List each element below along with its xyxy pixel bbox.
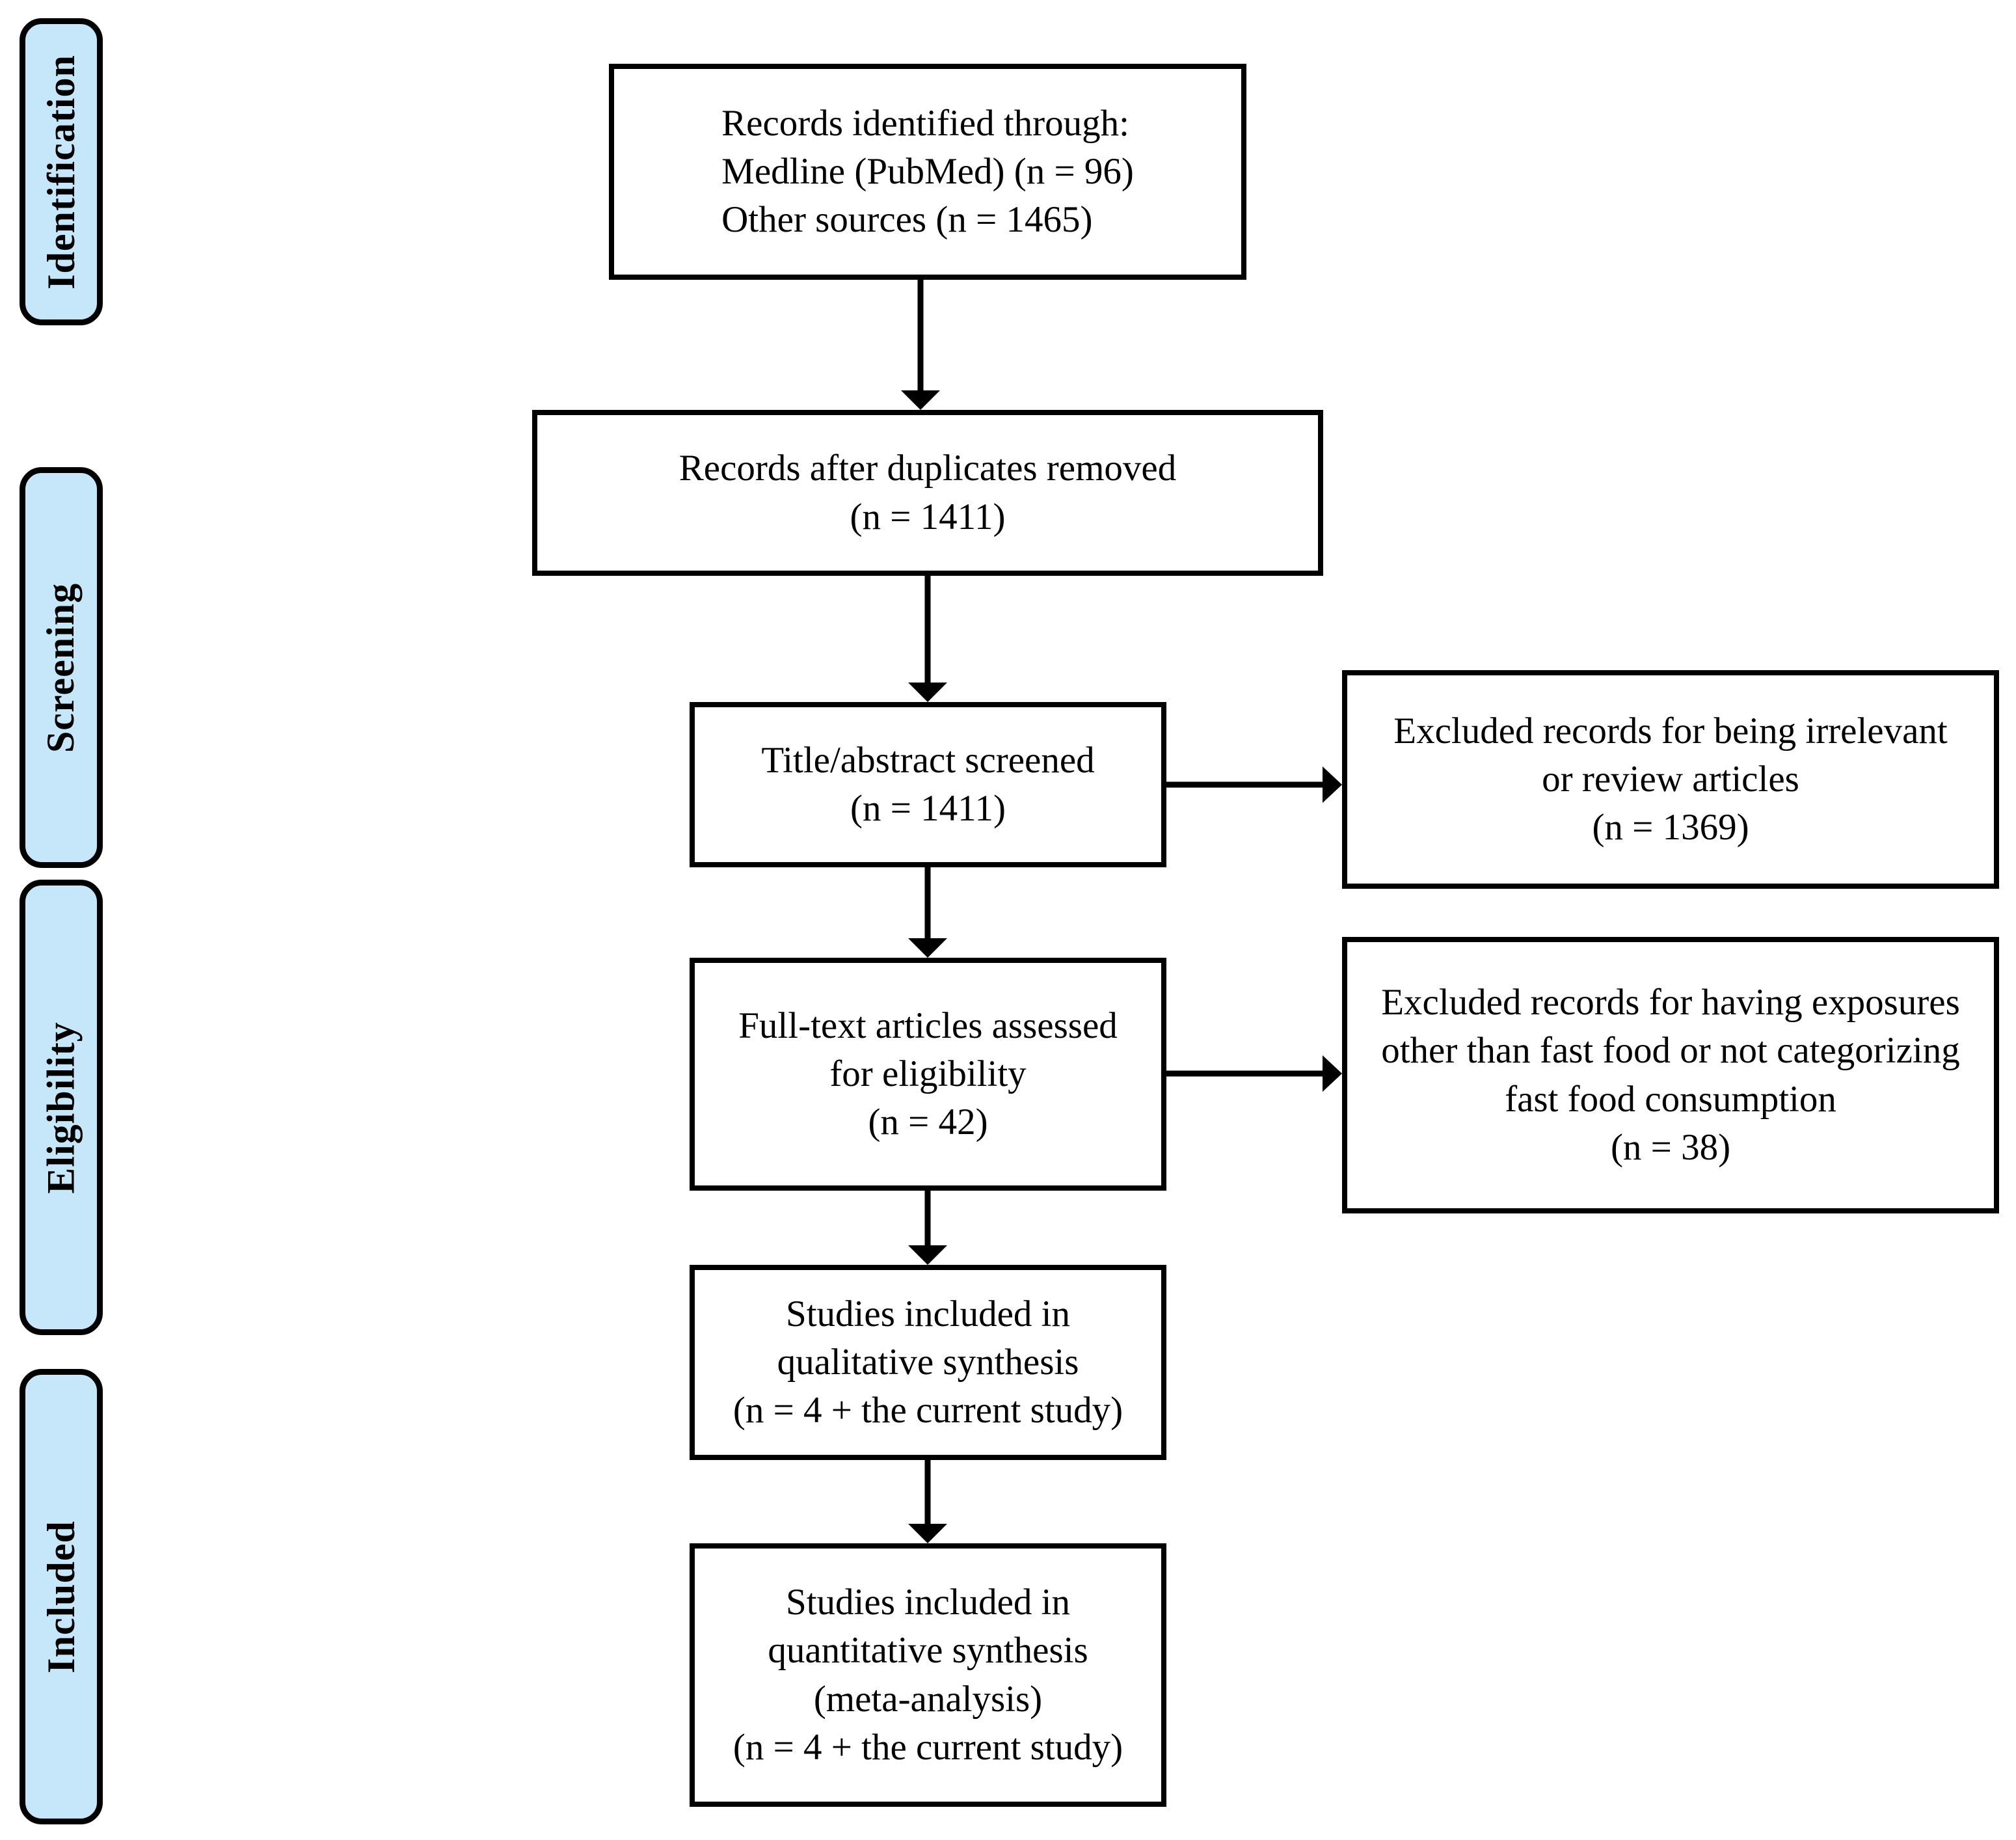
arrow-fulltext-to-excluded2-head	[1323, 1055, 1342, 1092]
flow-box-excluded-irrelevant-text: Excluded records for being irrelevant or…	[1393, 710, 1948, 848]
flow-box-qualitative-synthesis: Studies included in qualitative synthesi…	[690, 1265, 1166, 1460]
stage-label-included: Included	[39, 1520, 83, 1673]
flow-box-title-abstract-screened: Title/abstract screened (n = 1411)	[690, 702, 1166, 867]
flow-box-records-after-duplicates: Records after duplicates removed (n = 14…	[532, 410, 1323, 576]
flow-box-records-identified-text: Records identified through: Medline (Pub…	[721, 102, 1134, 241]
stage-tab-screening: Screening	[20, 467, 103, 868]
stage-label-eligibility: Eligibility	[39, 1021, 83, 1194]
flow-box-quantitative-synthesis: Studies included in quantitative synthes…	[690, 1543, 1166, 1807]
arrow-screened-to-fulltext-head	[908, 938, 947, 958]
stage-tab-eligibility: Eligibility	[20, 880, 103, 1335]
flow-box-excluded-exposures: Excluded records for having exposures ot…	[1342, 937, 1999, 1213]
arrow-duplicates-to-screened-head	[908, 683, 947, 702]
arrow-identified-to-duplicates-head	[901, 390, 940, 410]
flow-box-quantitative-synthesis-text: Studies included in quantitative synthes…	[732, 1582, 1123, 1768]
flow-box-full-text-assessed: Full-text articles assessed for eligibil…	[690, 958, 1166, 1191]
flow-box-records-identified: Records identified through: Medline (Pub…	[609, 64, 1246, 280]
arrow-qualitative-to-quantitative-head	[908, 1524, 947, 1543]
flow-box-excluded-irrelevant: Excluded records for being irrelevant or…	[1342, 670, 1999, 889]
flow-box-records-after-duplicates-text: Records after duplicates removed (n = 14…	[679, 448, 1177, 537]
arrow-screened-to-excluded1-head	[1323, 766, 1342, 803]
flow-box-title-abstract-screened-text: Title/abstract screened (n = 1411)	[761, 739, 1095, 829]
flow-box-qualitative-synthesis-text: Studies included in qualitative synthesi…	[732, 1293, 1123, 1431]
stage-label-identification: Identification	[39, 54, 83, 290]
flow-box-full-text-assessed-text: Full-text articles assessed for eligibil…	[738, 1005, 1118, 1143]
flow-box-excluded-exposures-text: Excluded records for having exposures ot…	[1381, 982, 1960, 1168]
stage-tab-included: Included	[20, 1369, 103, 1824]
arrow-fulltext-to-qualitative-head	[908, 1245, 947, 1265]
stage-tab-identification: Identification	[20, 18, 103, 325]
stage-label-screening: Screening	[39, 582, 83, 753]
